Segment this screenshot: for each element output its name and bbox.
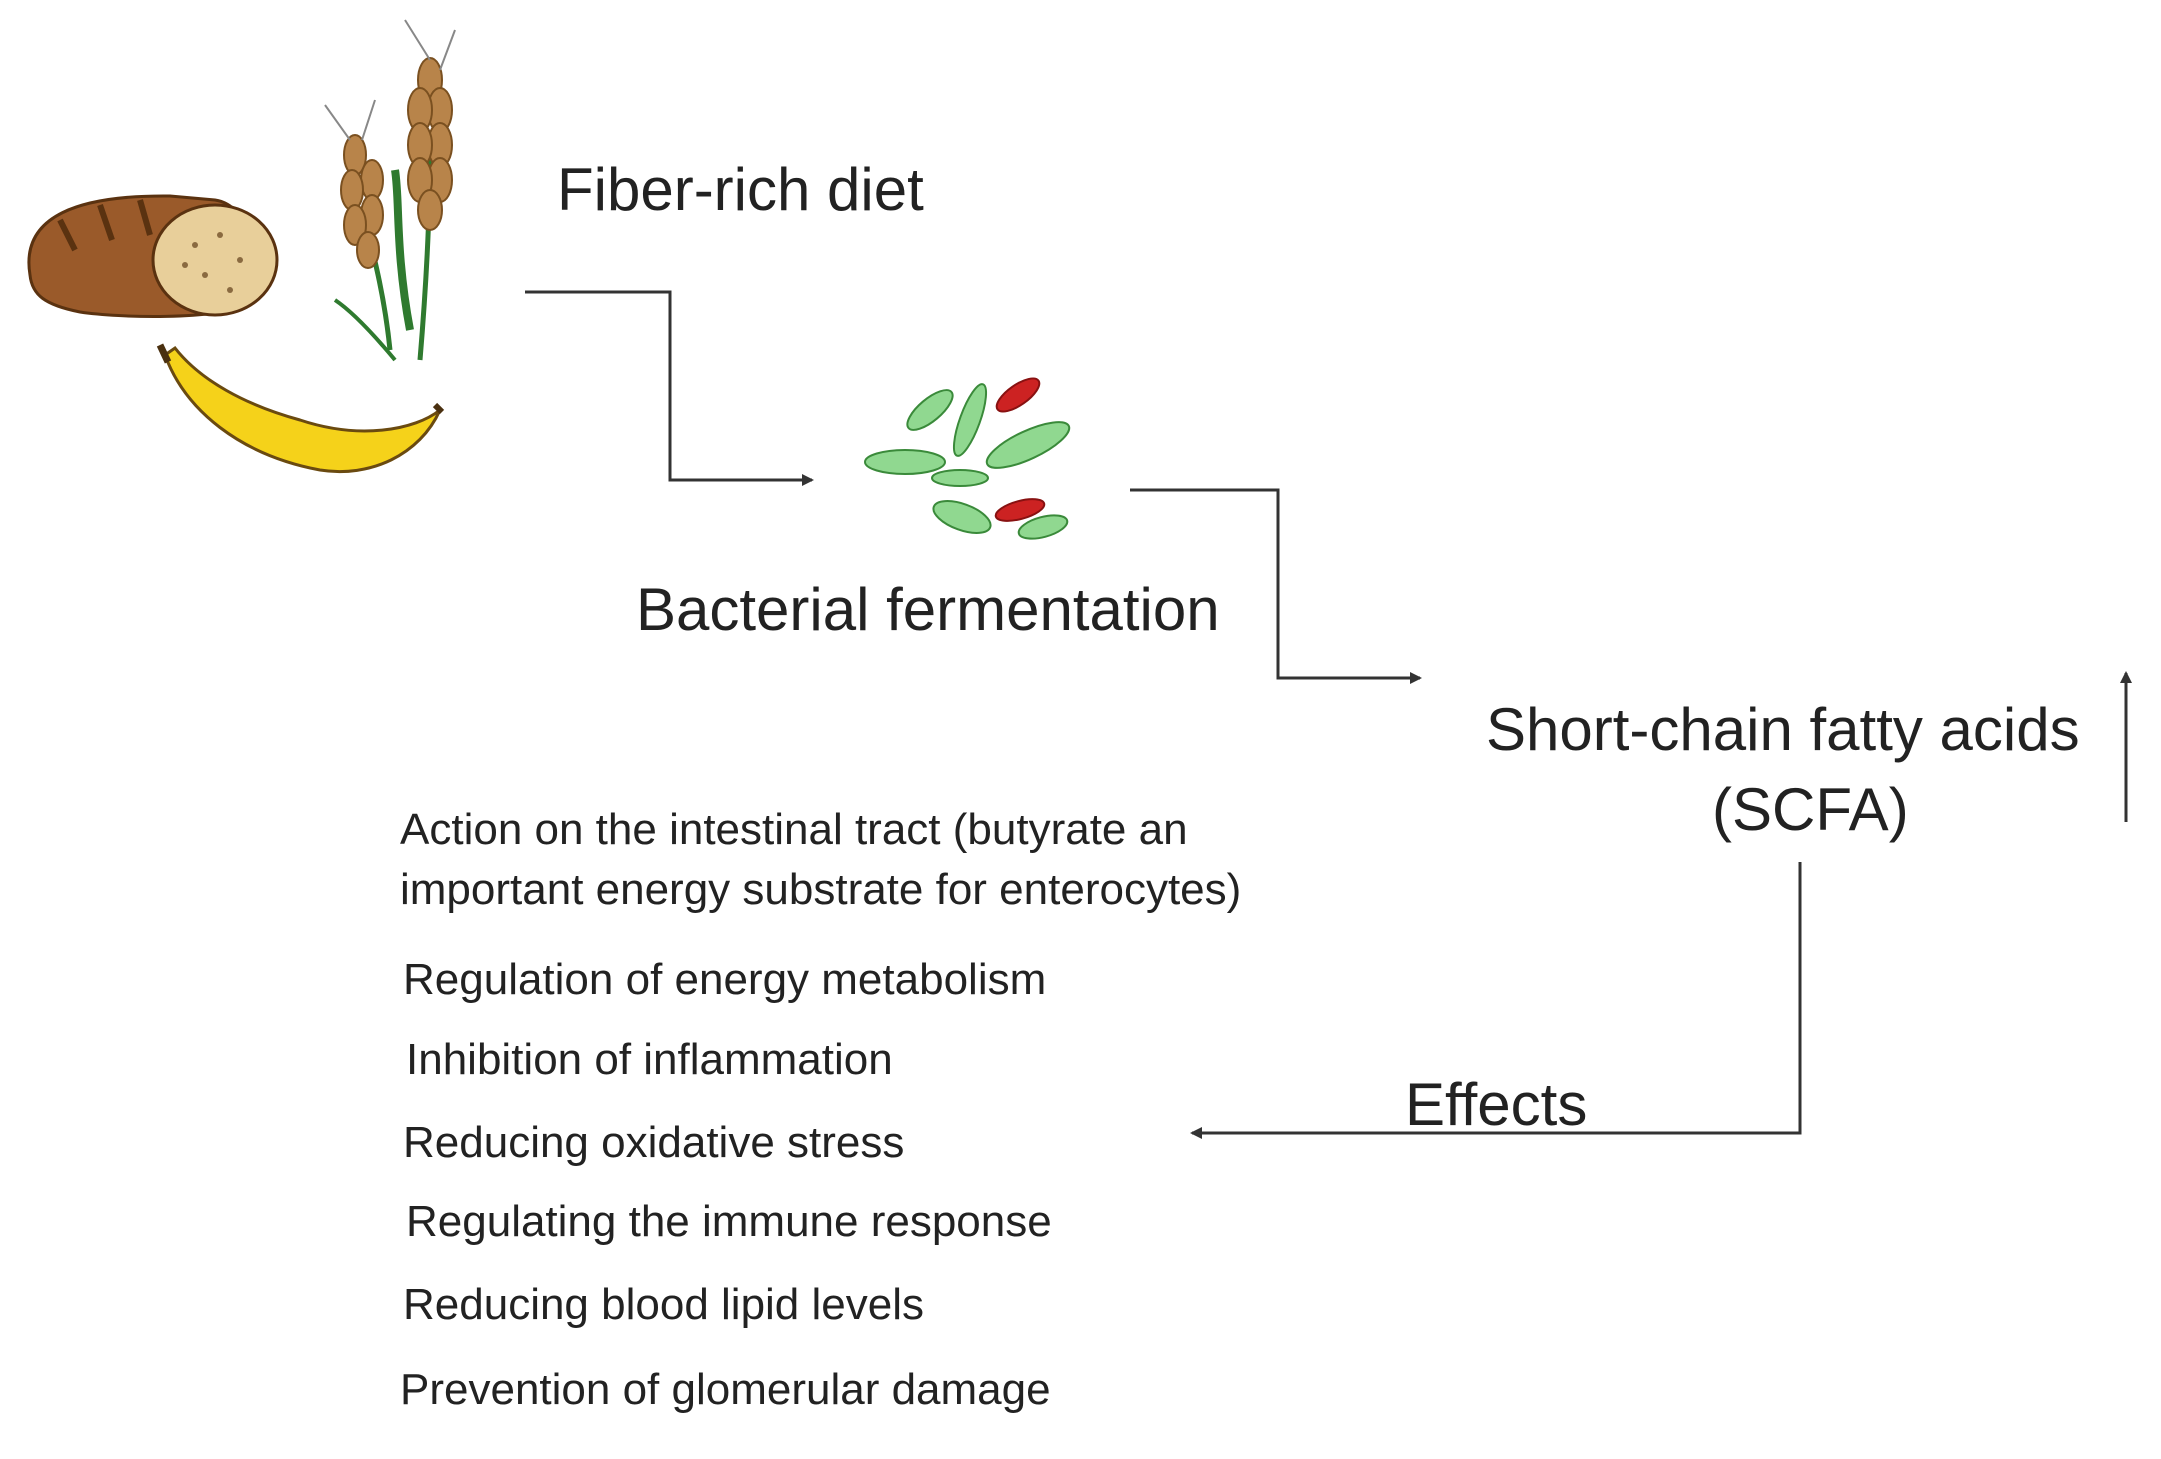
bacterial-fermentation-label: Bacterial fermentation [636, 576, 1220, 643]
effect-item: Reducing blood lipid levels [403, 1280, 924, 1329]
arrow-scfa-to-effects [1190, 862, 1802, 1139]
effect-item: Reducing oxidative stress [403, 1118, 905, 1167]
banana-icon [156, 343, 445, 474]
bacteria-icon [864, 377, 1071, 540]
effects-label: Effects [1405, 1071, 1588, 1138]
effect-item: Inhibition of inflammation [406, 1035, 893, 1084]
arrow-fermentation-to-scfa [1130, 488, 1422, 684]
arrow-diet-to-fermentation [525, 290, 814, 486]
wheat-icon [324, 19, 456, 362]
effect-item: Action on the intestinal tract (butyrate… [400, 805, 1242, 914]
scfa-label-line2: (SCFA) [1712, 776, 1909, 843]
scfa-label-line1: Short-chain fatty acids [1486, 696, 2080, 763]
effect-item: Regulating the immune response [406, 1197, 1052, 1246]
effect-item: Regulation of energy metabolism [403, 955, 1047, 1004]
effect-item: Prevention of glomerular damage [400, 1365, 1051, 1414]
bread-icon [27, 194, 279, 318]
fiber-rich-diet-label: Fiber-rich diet [557, 156, 924, 223]
